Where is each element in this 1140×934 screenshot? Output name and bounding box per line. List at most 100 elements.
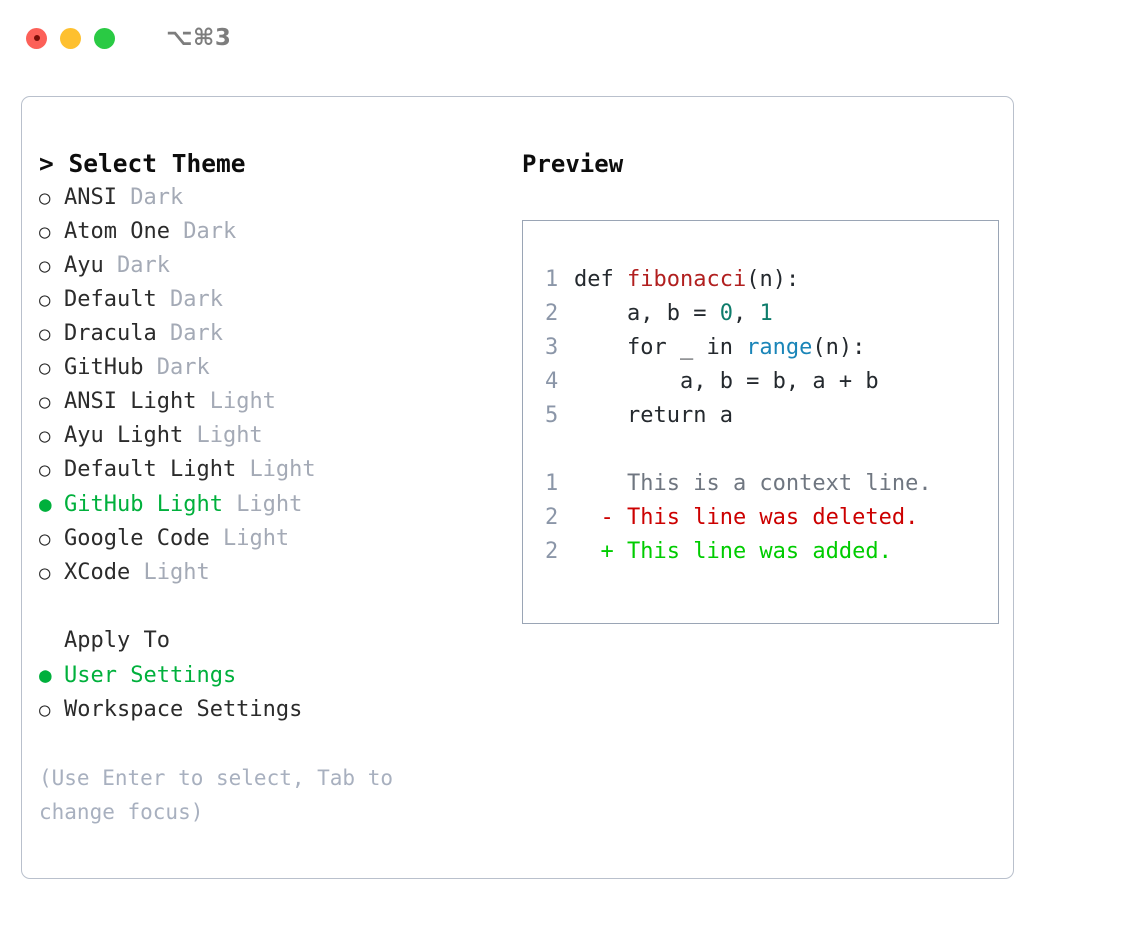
code-line-number: 4 bbox=[545, 369, 559, 394]
theme-option-ansi[interactable]: ○ANSI Dark bbox=[39, 181, 509, 215]
diff-line-text-add: + This line was added. bbox=[574, 539, 892, 564]
diff-line-number: 1 bbox=[545, 471, 559, 496]
theme-variant-badge: Dark bbox=[156, 355, 210, 380]
theme-option-dracula[interactable]: ○ Dracula Dark bbox=[39, 317, 509, 351]
keyboard-shortcut-label: ⌥⌘3 bbox=[166, 25, 232, 51]
theme-option-label: XCode bbox=[64, 560, 144, 585]
code-token-plain: , bbox=[732, 301, 760, 326]
code-token-num: 0 bbox=[719, 301, 733, 326]
theme-option-label: Atom One bbox=[64, 219, 184, 244]
theme-variant-badge: Dark bbox=[130, 185, 184, 210]
title-bar: ⌥⌘3 bbox=[0, 0, 1140, 76]
diff-line: 1 This is a context line. bbox=[545, 467, 998, 501]
radio-unselected-icon: ○ bbox=[39, 391, 51, 413]
code-line-text: a, b = 0, 1 bbox=[574, 297, 773, 331]
theme-option-default[interactable]: ○ Default Dark bbox=[39, 283, 509, 317]
preview-title: Preview bbox=[522, 150, 624, 178]
theme-option-github-light[interactable]: ● GitHub Light Light bbox=[39, 487, 509, 522]
spacer-marker: ○ bbox=[39, 624, 64, 658]
theme-option-label: GitHub bbox=[64, 355, 157, 380]
apply-to-option-label: Workspace Settings bbox=[64, 697, 303, 722]
theme-option-label: Dracula bbox=[64, 321, 170, 346]
traffic-lights bbox=[26, 27, 115, 49]
apply-to-header: ○ Apply To bbox=[39, 624, 509, 658]
code-line: 1 def fibonacci(n): bbox=[545, 263, 998, 297]
radio-unselected-icon: ○ bbox=[39, 528, 51, 550]
theme-option-list[interactable]: ○ANSI Dark○Atom One Dark○Ayu Dark○Defaul… bbox=[39, 181, 509, 590]
theme-selector-dialog: > Select Theme ○ANSI Dark○Atom One Dark○… bbox=[21, 96, 1014, 879]
radio-unselected-icon: ○ bbox=[39, 289, 51, 311]
radio-selected-icon: ● bbox=[39, 492, 52, 516]
theme-option-ayu[interactable]: ○ Ayu Dark bbox=[39, 249, 509, 283]
theme-option-label: ANSI bbox=[64, 185, 131, 210]
code-line-text: a, b = b, a + b bbox=[574, 365, 879, 399]
apply-to-option-workspace-settings[interactable]: ○ Workspace Settings bbox=[39, 693, 509, 727]
theme-option-ansi-light[interactable]: ○ANSI Light Light bbox=[39, 385, 509, 419]
radio-unselected-icon: ○ bbox=[39, 562, 51, 584]
diff-line-text-ctx: This is a context line. bbox=[574, 471, 932, 496]
code-line-number: 5 bbox=[545, 403, 559, 428]
code-token-plain: a, b = bbox=[574, 301, 720, 326]
code-line-text: def fibonacci(n): bbox=[574, 263, 799, 297]
theme-option-label: Default bbox=[64, 287, 170, 312]
theme-variant-badge: Light bbox=[196, 423, 263, 448]
radio-unselected-icon: ○ bbox=[39, 459, 51, 481]
theme-panel: > Select Theme ○ANSI Dark○Atom One Dark○… bbox=[39, 147, 509, 878]
code-token-fn: fibonacci bbox=[626, 267, 747, 292]
minimize-button[interactable] bbox=[60, 27, 81, 49]
close-button[interactable] bbox=[26, 27, 47, 49]
code-token-call: range bbox=[746, 335, 813, 360]
diff-line-number: 2 bbox=[545, 505, 559, 530]
apply-to-option-list[interactable]: ● User Settings ○ Workspace Settings bbox=[39, 658, 509, 727]
theme-variant-badge: Light bbox=[249, 457, 316, 482]
code-line: 3 for _ in range(n): bbox=[545, 331, 998, 365]
code-line-number: 1 bbox=[545, 267, 559, 292]
code-token-plain: a, b = b, a + b bbox=[574, 369, 879, 394]
theme-variant-badge: Light bbox=[236, 492, 303, 517]
code-line-number: 3 bbox=[545, 335, 559, 360]
apply-to-option-user-settings[interactable]: ● User Settings bbox=[39, 658, 509, 693]
code-line: 4 a, b = b, a + b bbox=[545, 365, 998, 399]
theme-option-ayu-light[interactable]: ○Ayu Light Light bbox=[39, 419, 509, 453]
code-line: 5 return a bbox=[545, 399, 998, 433]
code-token-plain: (n): bbox=[746, 267, 800, 292]
maximize-button[interactable] bbox=[94, 27, 115, 49]
theme-option-default-light[interactable]: ○ Default Light Light bbox=[39, 453, 509, 487]
theme-variant-badge: Light bbox=[143, 560, 210, 585]
radio-unselected-icon: ○ bbox=[39, 221, 51, 243]
theme-option-label: GitHub Light bbox=[64, 492, 237, 517]
radio-unselected-icon: ○ bbox=[39, 357, 51, 379]
keyboard-hint-text: (Use Enter to select, Tab to change focu… bbox=[39, 766, 394, 824]
code-line-text: return a bbox=[574, 399, 733, 433]
theme-option-label: Google Code bbox=[64, 526, 223, 551]
theme-variant-badge: Dark bbox=[183, 219, 237, 244]
theme-variant-badge: Dark bbox=[116, 253, 170, 278]
theme-option-google-code[interactable]: ○Google Code Light bbox=[39, 522, 509, 556]
code-token-plain: for _ in bbox=[574, 335, 747, 360]
radio-unselected-icon: ○ bbox=[39, 323, 51, 345]
theme-option-xcode[interactable]: ○ XCode Light bbox=[39, 556, 509, 590]
theme-option-label: Ayu Light bbox=[64, 423, 197, 448]
theme-option-label: ANSI Light bbox=[64, 389, 210, 414]
theme-option-github[interactable]: ○ GitHub Dark bbox=[39, 351, 509, 385]
diff-line-text-del: - This line was deleted. bbox=[574, 505, 919, 530]
apply-to-option-label: User Settings bbox=[64, 663, 237, 688]
theme-option-label: Default Light bbox=[64, 457, 250, 482]
theme-variant-badge: Dark bbox=[169, 287, 223, 312]
radio-selected-icon: ● bbox=[39, 663, 52, 687]
radio-unselected-icon: ○ bbox=[39, 255, 51, 277]
theme-option-label: Ayu bbox=[64, 253, 117, 278]
code-line-number: 2 bbox=[545, 301, 559, 326]
code-token-plain: (n): bbox=[812, 335, 866, 360]
code-diff-spacer bbox=[545, 433, 998, 467]
theme-variant-badge: Dark bbox=[169, 321, 223, 346]
diff-line: 2 + This line was added. bbox=[545, 535, 998, 569]
radio-unselected-icon: ○ bbox=[39, 699, 51, 721]
diff-line-number: 2 bbox=[545, 539, 559, 564]
theme-option-atom-one[interactable]: ○ Atom One Dark bbox=[39, 215, 509, 249]
diff-line: 2 - This line was deleted. bbox=[545, 501, 998, 535]
